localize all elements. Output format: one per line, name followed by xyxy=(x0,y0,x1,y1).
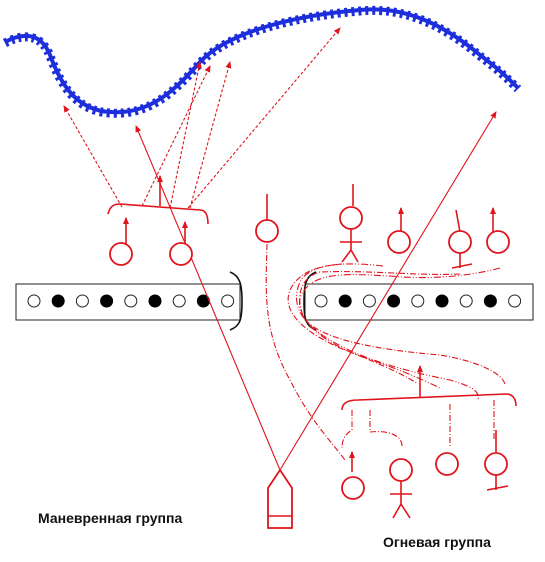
embrasure-open xyxy=(508,294,522,308)
weapon-icon xyxy=(448,209,473,269)
enemy-front-line xyxy=(2,5,522,118)
movement-routes xyxy=(265,243,506,461)
embrasure-filled xyxy=(100,294,114,308)
embrasure-filled xyxy=(483,294,497,308)
embrasure-open xyxy=(411,294,425,308)
gap-bracket-left xyxy=(229,271,243,331)
embrasure-filled xyxy=(435,294,449,308)
maneuver-group-lines xyxy=(63,27,341,244)
commander-icon xyxy=(389,458,413,519)
embrasure-open xyxy=(221,294,235,308)
soldier-icon xyxy=(387,207,411,254)
maneuver-soldier-1 xyxy=(109,242,133,266)
embrasure-open xyxy=(362,294,376,308)
right-wall xyxy=(304,283,534,321)
vehicle-icon xyxy=(267,468,293,529)
maneuver-group-label: Маневренная группа xyxy=(38,510,183,526)
soldier-icon xyxy=(435,452,459,476)
embrasure-filled xyxy=(51,294,65,308)
soldier-icon xyxy=(486,207,510,254)
embrasure-open xyxy=(172,294,186,308)
upper-fire-group xyxy=(255,184,510,269)
embrasure-open xyxy=(314,294,328,308)
left-wall xyxy=(15,283,241,321)
embrasure-filled xyxy=(387,294,401,308)
embrasure-open xyxy=(75,294,89,308)
weapon-icon xyxy=(484,452,509,491)
embrasure-open xyxy=(27,294,41,308)
embrasure-open xyxy=(124,294,138,308)
embrasure-open xyxy=(459,294,473,308)
soldier-icon xyxy=(341,476,365,500)
lower-fire-group xyxy=(341,452,509,519)
embrasure-filled xyxy=(338,294,352,308)
maneuver-soldier-2 xyxy=(169,242,193,266)
fire-group-label: Огневая группа xyxy=(383,534,491,550)
commander-icon xyxy=(339,184,363,263)
fire-group-lines xyxy=(341,365,517,472)
soldier-icon xyxy=(255,194,279,243)
embrasure-filled xyxy=(148,294,162,308)
